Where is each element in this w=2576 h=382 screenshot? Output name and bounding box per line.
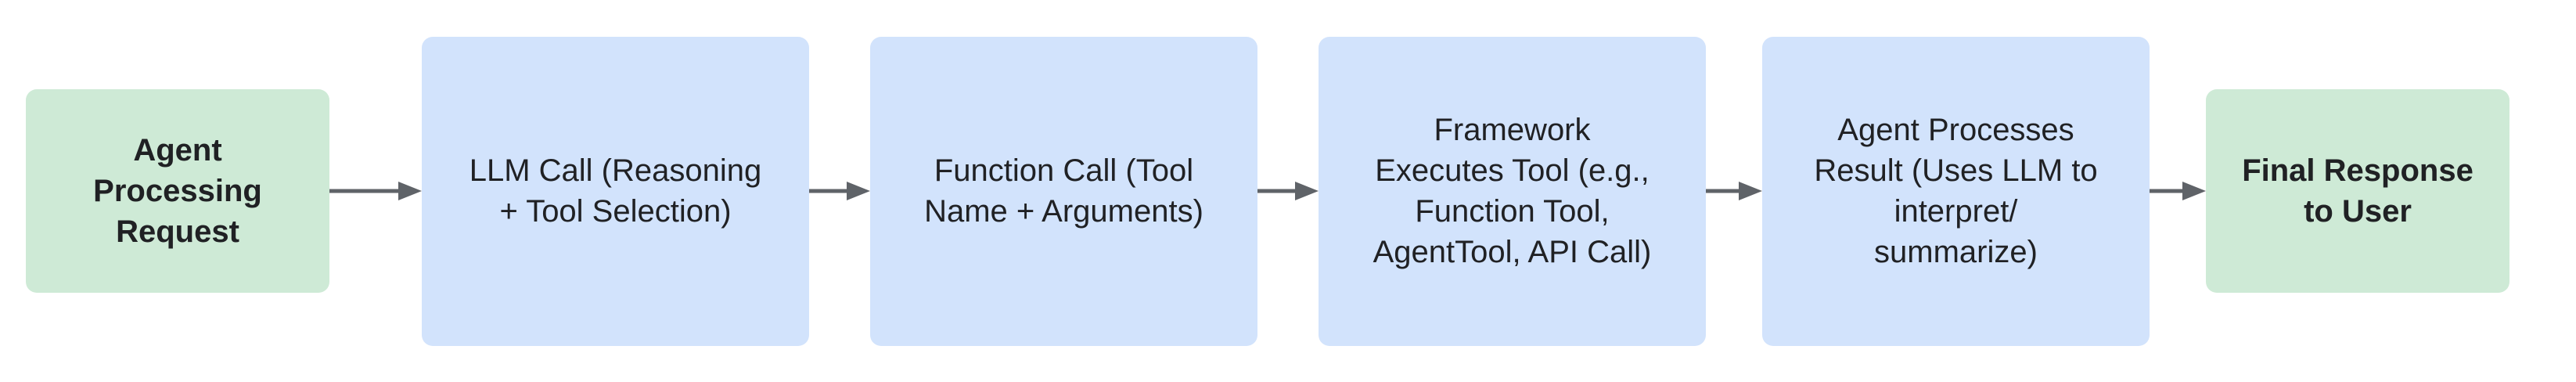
node-llm-call[interactable]: LLM Call (Reasoning + Tool Selection) — [422, 36, 809, 346]
connector-arrow-2 — [809, 175, 870, 207]
connector-arrow-4 — [1706, 175, 1762, 207]
connector-arrow-5 — [2150, 175, 2206, 207]
connector-arrow-3 — [1257, 175, 1319, 207]
node-label: Agent Processing Request — [93, 133, 262, 249]
arrow-right-icon — [1706, 182, 1762, 200]
arrow-right-icon — [809, 182, 870, 200]
arrow-right-icon — [1257, 182, 1319, 200]
left-margin-spacer — [0, 191, 26, 192]
node-function-call[interactable]: Function Call (Tool Name + Arguments) — [870, 36, 1257, 346]
node-agent-processes-result[interactable]: Agent Processes Result (Uses LLM to inte… — [1762, 36, 2150, 346]
node-agent-processing-request[interactable]: Agent Processing Request — [26, 89, 329, 293]
node-framework-executes-tool[interactable]: Framework Executes Tool (e.g., Function … — [1319, 36, 1706, 346]
node-final-response-to-user[interactable]: Final Response to User — [2206, 89, 2509, 293]
arrow-right-icon — [2150, 182, 2206, 200]
node-label: Function Call (Tool Name + Arguments) — [924, 153, 1203, 229]
arrow-right-icon — [329, 182, 422, 200]
right-margin-spacer — [2509, 191, 2546, 192]
node-label: Agent Processes Result (Uses LLM to inte… — [1814, 113, 2098, 269]
connector-arrow-1 — [329, 175, 422, 207]
node-label: LLM Call (Reasoning + Tool Selection) — [469, 153, 762, 229]
node-label: Final Response to User — [2242, 153, 2473, 229]
node-label: Framework Executes Tool (e.g., Function … — [1373, 113, 1652, 269]
